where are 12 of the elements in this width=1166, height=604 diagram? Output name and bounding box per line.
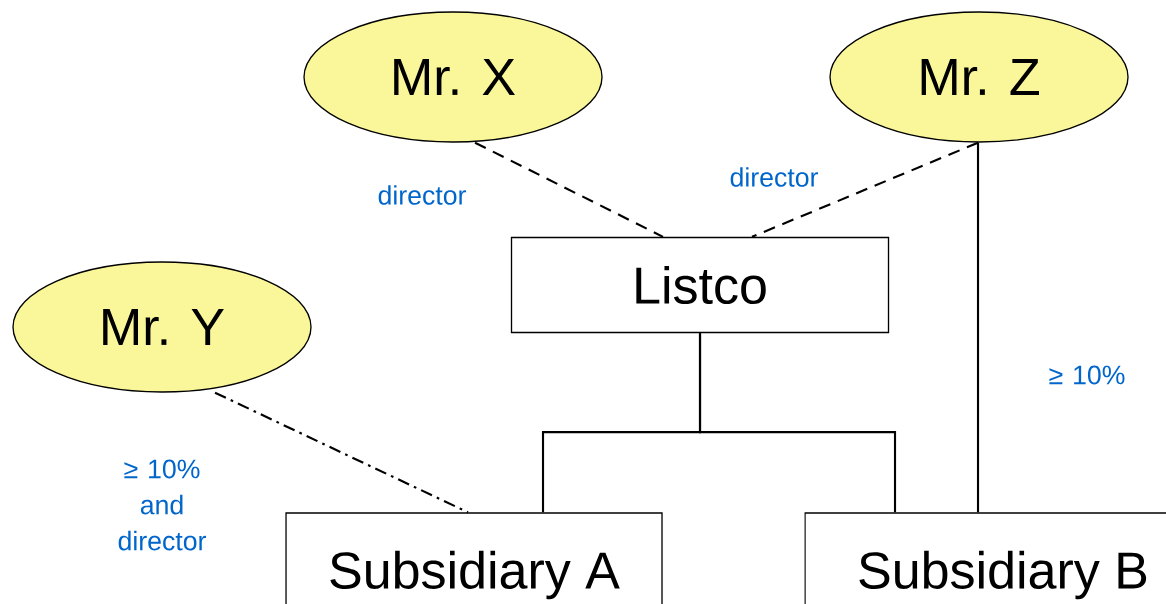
company-box: Listco [510,236,890,334]
company-box: Subsidiary A [285,512,663,604]
company-box: Subsidiary B [804,512,1166,604]
connector-line [698,333,897,513]
edge-label: ≥ 10% and director [118,459,206,551]
connector-line [751,141,979,238]
connector-line [976,142,980,513]
connector-line [474,141,664,238]
edge-label: director [378,185,466,205]
edge-label: ≥ 10% [1049,365,1125,385]
edge-label: director [730,167,818,187]
connector-line [214,391,469,514]
